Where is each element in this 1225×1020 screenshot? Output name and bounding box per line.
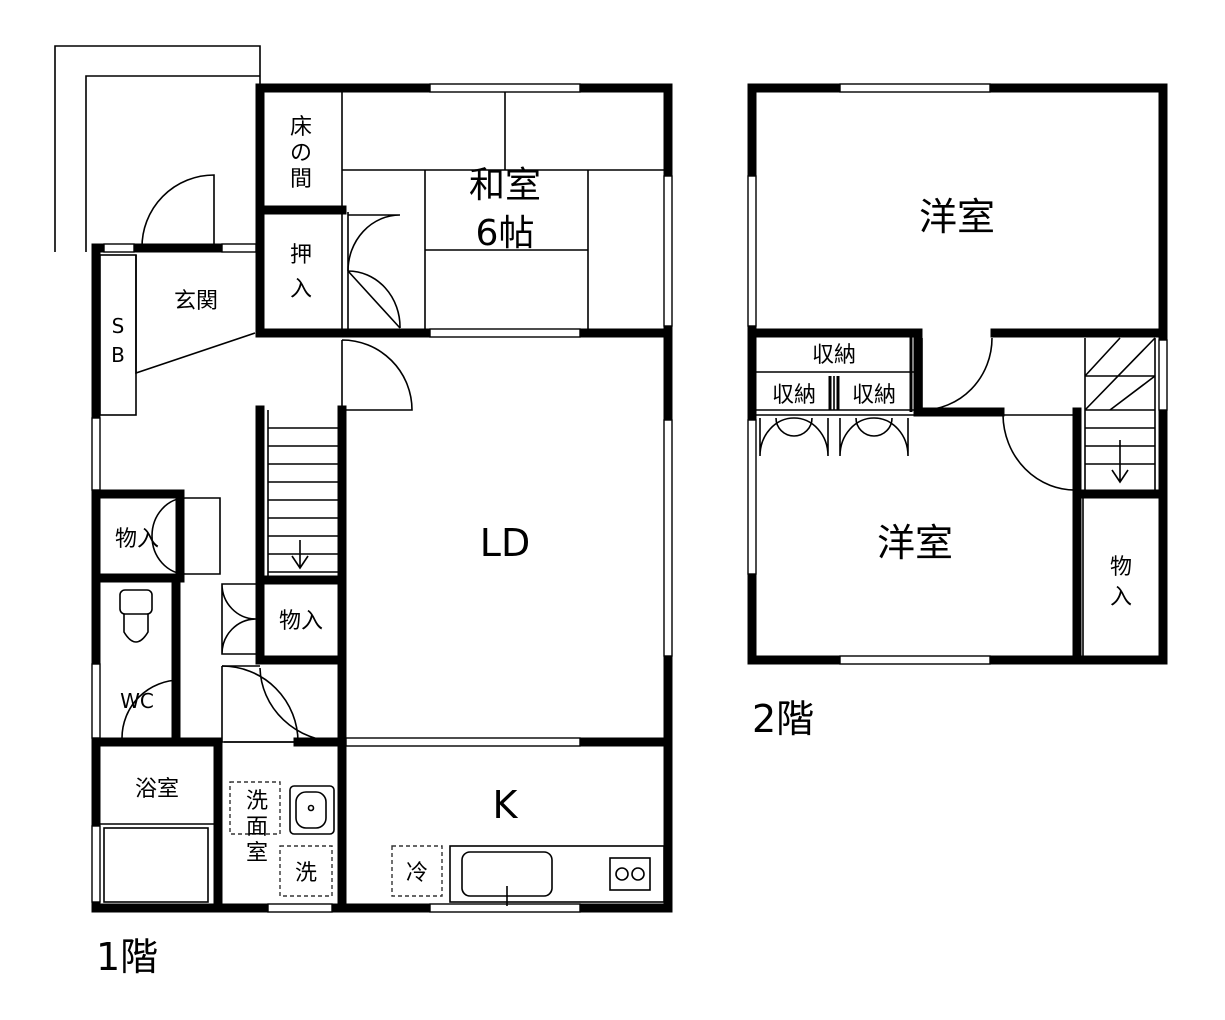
monoire-left-label: 物入 <box>115 527 159 552</box>
monoire-label-2: 入 <box>1110 585 1132 610</box>
storage-door <box>151 497 221 575</box>
window <box>429 83 581 93</box>
wall <box>828 333 913 412</box>
genkan-label: 玄関 <box>174 289 218 314</box>
senmen-label-1: 洗 <box>246 789 268 814</box>
window <box>747 175 757 327</box>
oshiire-label-2: 入 <box>290 277 312 302</box>
entrance-door <box>141 174 215 249</box>
closet-lines <box>756 371 914 416</box>
monoire-stair-label: 物入 <box>279 609 323 634</box>
wc-door <box>121 679 181 739</box>
window <box>839 655 991 665</box>
window <box>103 243 135 253</box>
washbasin <box>289 785 335 835</box>
oshiire-label-1: 押 <box>290 243 312 268</box>
tatami-lines <box>342 92 668 333</box>
ld-label: LD <box>480 521 530 565</box>
window <box>839 83 991 93</box>
kitchen-pass <box>345 737 581 747</box>
window <box>429 903 581 913</box>
sliding-door <box>429 328 581 338</box>
window <box>91 417 101 491</box>
tokonoma-label-2: の <box>290 141 312 166</box>
bathtub <box>103 827 209 903</box>
toilet <box>119 589 153 643</box>
window <box>267 903 333 913</box>
washroom-door <box>221 665 299 743</box>
wall <box>255 405 347 665</box>
ld-door <box>341 339 413 411</box>
washitsu-size-label: 6帖 <box>476 213 535 254</box>
window <box>747 419 757 575</box>
first-floor-plan: 和室 6帖 床 の 間 押 入 玄関 S B LD 物入 物入 WC 浴室 洗 … <box>54 45 673 979</box>
wall <box>255 83 347 338</box>
closet-doors-right <box>839 417 909 457</box>
yoshitsu-bottom-label: 洋室 <box>877 521 953 565</box>
shuno-left-label: 収納 <box>772 383 816 408</box>
oshiire-door <box>347 214 401 329</box>
kitchen-counter <box>449 845 665 903</box>
senmen-label-3: 室 <box>246 841 268 866</box>
sb-label-2: B <box>111 343 125 367</box>
window <box>663 419 673 657</box>
corridor-door <box>259 667 339 743</box>
second-floor-label: 2階 <box>752 697 814 741</box>
senmen-label-2: 面 <box>246 815 268 840</box>
closet-doors-left <box>759 417 829 457</box>
room-door <box>1002 414 1078 491</box>
first-floor-label: 1階 <box>96 935 158 979</box>
wall <box>91 489 185 583</box>
wall <box>913 328 1005 417</box>
genkan-step <box>135 255 256 375</box>
window <box>91 825 101 903</box>
second-floor-plan: 洋室 洋室 収納 収納 収納 物 入 2階 <box>747 83 1168 741</box>
room-door <box>921 337 993 411</box>
sb-label-1: S <box>112 314 125 338</box>
oshiire-edge <box>341 212 349 330</box>
washer-label: 洗 <box>295 861 317 886</box>
bath-label: 浴室 <box>135 777 179 802</box>
porch-inner <box>85 75 260 252</box>
window <box>91 663 101 739</box>
stairs <box>267 410 338 576</box>
wc-label: WC <box>120 689 154 713</box>
storage-door <box>221 583 257 655</box>
stairs <box>1084 337 1156 490</box>
tokonoma-label-3: 間 <box>290 167 312 192</box>
fridge-space <box>391 845 443 897</box>
senmen-dashed <box>229 781 281 835</box>
stove <box>609 857 651 891</box>
window <box>663 175 673 327</box>
outer-wall <box>747 83 1168 665</box>
porch-outline <box>54 45 261 252</box>
window <box>1158 339 1168 411</box>
shuno-top-label: 収納 <box>812 343 856 368</box>
yoshitsu-top-label: 洋室 <box>919 195 995 239</box>
washer-space <box>279 845 333 897</box>
window <box>221 243 257 253</box>
monoire-label-1: 物 <box>1110 555 1132 580</box>
shuno-right-label: 収納 <box>852 383 896 408</box>
washitsu-label: 和室 <box>469 165 541 206</box>
kitchen-label: K <box>493 783 519 827</box>
tokonoma-label-1: 床 <box>290 115 312 140</box>
shoe-box <box>99 254 137 416</box>
fridge-label: 冷 <box>406 861 428 886</box>
